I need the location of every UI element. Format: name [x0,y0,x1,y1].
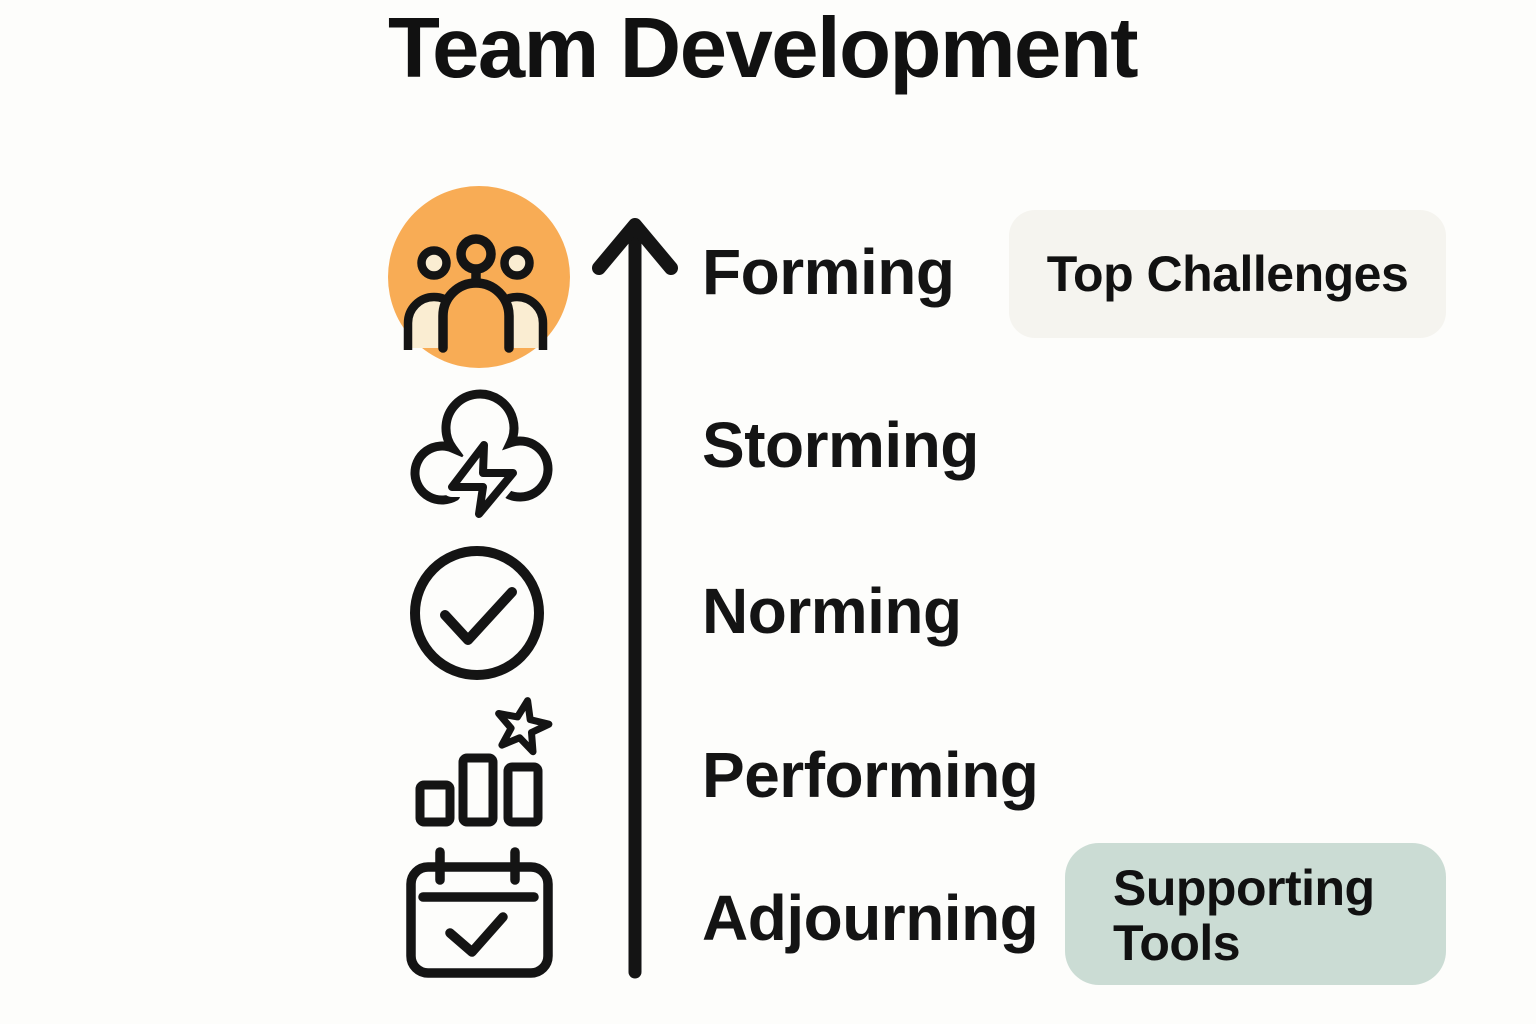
team-people-icon [403,234,548,353]
stage-label-performing: Performing [702,739,1039,811]
check-circle-icon [410,546,544,680]
storm-cloud-lightning-icon [410,389,553,523]
stage-label-norming: Norming [702,575,962,647]
stage-label-adjourning: Adjourning [702,882,1039,954]
upward-arrow [592,218,678,979]
top-challenges-badge: Top Challenges [1009,210,1446,338]
calendar-check-icon [406,847,553,978]
bar-chart-star-icon [415,697,553,827]
top-challenges-label: Top Challenges [1046,246,1409,302]
supporting-tools-badge: Supporting Tools [1065,843,1446,985]
page-title: Team Development [387,1,1139,96]
stage-label-storming: Storming [702,409,979,481]
supporting-tools-label: Supporting Tools [1113,860,1375,971]
stage-label-forming: Forming [702,236,955,308]
